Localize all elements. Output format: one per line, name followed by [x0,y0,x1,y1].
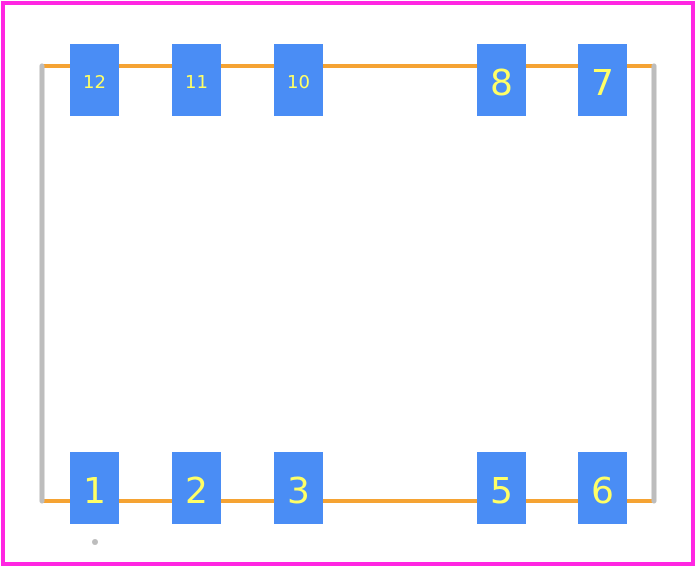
pad-bottom-3: 5 [477,452,526,524]
pad-label: 5 [490,471,513,512]
pad-top-0: 12 [70,44,119,116]
pad-label: 2 [185,471,208,512]
pad-bottom-0: 1 [70,452,119,524]
pad-label: 1 [83,471,106,512]
pad-label: 10 [287,72,310,93]
pad-bottom-4: 6 [578,452,627,524]
pad-bottom-2: 3 [274,452,323,524]
pad-bottom-1: 2 [172,452,221,524]
pad-top-2: 10 [274,44,323,116]
pad-label: 11 [185,72,208,93]
pad-top-1: 11 [172,44,221,116]
pad-label: 3 [287,471,310,512]
pad-label: 12 [83,72,106,93]
pin1-marker [92,539,98,545]
pad-top-4: 7 [578,44,627,116]
pad-label: 6 [591,471,614,512]
pad-top-3: 8 [477,44,526,116]
pad-label: 8 [490,63,513,104]
pad-label: 7 [591,63,614,104]
